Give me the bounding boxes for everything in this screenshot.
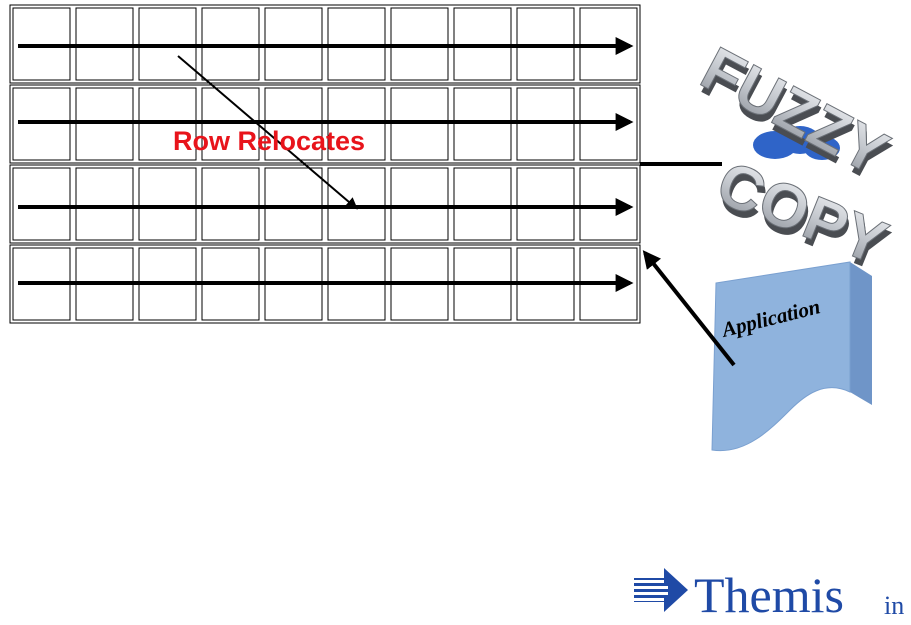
table-row: [9, 4, 641, 84]
themis-logo-suffix: in: [884, 591, 904, 620]
table-row: [9, 164, 641, 244]
application-document-side: [850, 262, 872, 405]
fuzzy-copy-wordart: FUZZY FUZZY COPY COPY: [690, 34, 900, 286]
table-cell: [12, 167, 71, 241]
table-cell: [453, 167, 512, 241]
table-row: [9, 244, 641, 324]
row-relocates-label: Row Relocates: [173, 126, 365, 156]
table-cell: [390, 167, 449, 241]
table-grid: [9, 4, 641, 324]
table-cell: [264, 167, 323, 241]
table-cell: [138, 167, 197, 241]
table-row: [9, 84, 641, 164]
application-to-table-arrow: [642, 250, 736, 367]
row-relocate-arrow: [177, 55, 358, 210]
application-document-face: [711, 261, 851, 452]
themis-logo-name: Themis: [694, 567, 844, 623]
themis-logo: Themis in: [634, 567, 904, 623]
themis-logo-icon: [634, 568, 688, 612]
table-cell: [516, 167, 575, 241]
application-document: Application: [711, 261, 872, 452]
table-cell: [75, 167, 134, 241]
row-arrows: [18, 37, 634, 292]
table-cell: [579, 167, 638, 241]
cloud-shape: [753, 126, 840, 160]
table-cell: [327, 167, 386, 241]
table-cell: [201, 167, 260, 241]
